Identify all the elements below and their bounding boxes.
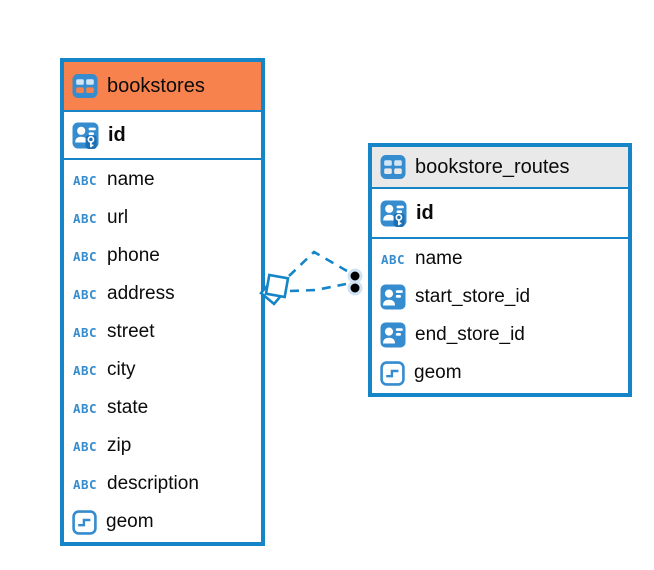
- entity-title: bookstores: [107, 74, 205, 97]
- pk-row-bookstores-id[interactable]: id: [64, 112, 261, 160]
- column-name: id: [108, 123, 126, 146]
- column-name: city: [107, 359, 136, 380]
- col-routes-end-store-id[interactable]: end_store_id: [372, 316, 628, 354]
- col-bookstores-name[interactable]: ABC name: [64, 161, 261, 199]
- col-routes-name[interactable]: ABC name: [372, 240, 628, 278]
- column-name: address: [107, 283, 175, 304]
- text-type-icon: ABC: [72, 438, 98, 454]
- text-type-icon: ABC: [72, 286, 98, 302]
- entity-bookstore-routes[interactable]: bookstore_routes id ABC: [368, 143, 632, 397]
- entity-header-bookstores[interactable]: bookstores: [64, 62, 261, 112]
- column-name: description: [107, 473, 199, 494]
- entity-bookstores[interactable]: bookstores id ABC: [60, 58, 265, 546]
- col-routes-start-store-id[interactable]: start_store_id: [372, 278, 628, 316]
- relationship-dot-marker[interactable]: [347, 268, 363, 296]
- column-name: zip: [107, 435, 132, 456]
- relationship-line-start-store-id[interactable]: [288, 250, 348, 277]
- column-name: geom: [414, 362, 462, 383]
- text-type-icon: ABC: [72, 172, 98, 188]
- column-name: id: [416, 201, 434, 224]
- primary-key-icon: [72, 122, 99, 149]
- text-type-icon: ABC: [72, 248, 98, 264]
- text-type-icon: ABC: [72, 476, 98, 492]
- foreign-key-icon: [380, 284, 406, 310]
- column-name: name: [107, 169, 155, 190]
- text-type-icon: ABC: [72, 362, 98, 378]
- geometry-type-icon: [380, 360, 405, 386]
- table-icon: [380, 154, 406, 180]
- col-bookstores-zip[interactable]: ABC zip: [64, 427, 261, 465]
- col-bookstores-url[interactable]: ABC url: [64, 199, 261, 237]
- geometry-type-icon: [72, 509, 97, 535]
- column-name: start_store_id: [415, 286, 531, 307]
- column-name: name: [415, 248, 463, 269]
- primary-key-icon: [380, 200, 407, 227]
- entity-header-bookstore-routes[interactable]: bookstore_routes: [372, 147, 628, 189]
- text-type-icon: ABC: [72, 324, 98, 340]
- foreign-key-icon: [380, 322, 406, 348]
- column-list-bookstores: ABC name ABC url ABC phone ABC address A…: [64, 160, 261, 542]
- col-bookstores-state[interactable]: ABC state: [64, 389, 261, 427]
- column-name: url: [107, 207, 129, 228]
- pk-row-routes-id[interactable]: id: [372, 189, 628, 239]
- column-name: state: [107, 397, 149, 418]
- col-bookstores-description[interactable]: ABC description: [64, 465, 261, 503]
- col-bookstores-geom[interactable]: geom: [64, 503, 261, 541]
- col-bookstores-phone[interactable]: ABC phone: [64, 237, 261, 275]
- text-type-icon: ABC: [72, 210, 98, 226]
- col-bookstores-street[interactable]: ABC street: [64, 313, 261, 351]
- relationship-line-end-store-id[interactable]: [289, 282, 347, 293]
- text-type-icon: ABC: [72, 400, 98, 416]
- column-list-bookstore-routes: ABC name start_store_id: [372, 239, 628, 393]
- col-routes-geom[interactable]: geom: [372, 354, 628, 392]
- column-name: street: [107, 321, 155, 342]
- relationship-diamond-marker[interactable]: [259, 273, 290, 306]
- table-icon: [72, 73, 98, 99]
- column-name: phone: [107, 245, 160, 266]
- column-name: geom: [106, 511, 154, 532]
- column-name: end_store_id: [415, 324, 525, 345]
- entity-title: bookstore_routes: [415, 155, 570, 178]
- text-type-icon: ABC: [380, 251, 406, 267]
- col-bookstores-address[interactable]: ABC address: [64, 275, 261, 313]
- col-bookstores-city[interactable]: ABC city: [64, 351, 261, 389]
